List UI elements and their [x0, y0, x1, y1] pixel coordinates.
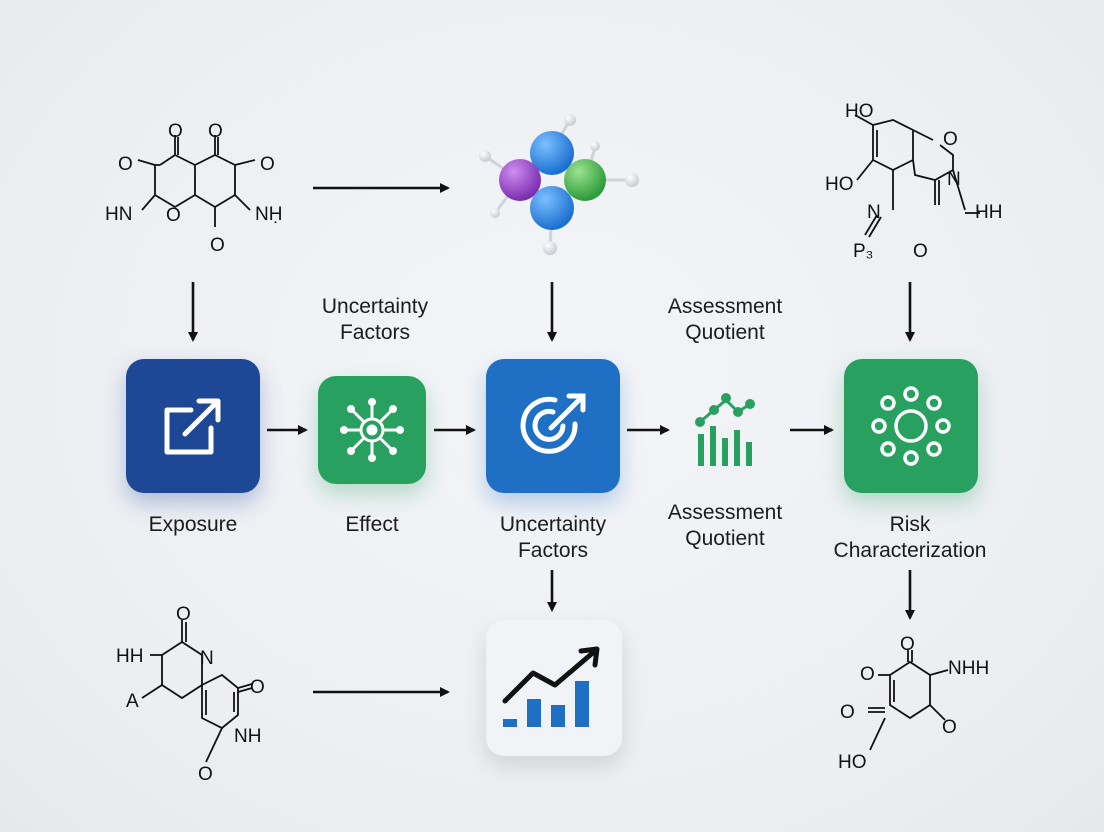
atom-label: NH [234, 726, 261, 747]
atom-label: HH [116, 646, 143, 667]
atom-label: HN [105, 204, 132, 225]
bar-network-icon [695, 393, 755, 466]
effect-node [318, 376, 426, 484]
atom-label: O [913, 241, 928, 262]
exposure-node [126, 359, 260, 493]
atom-label: O [118, 154, 133, 175]
uncertainty-node [486, 359, 620, 493]
atom-label: A [126, 691, 139, 712]
atom-label: N [867, 202, 881, 223]
external-link-icon [164, 398, 221, 455]
molecule-bottom-left: O HH N A O NH O [116, 604, 265, 785]
atom-label: O [943, 129, 958, 150]
atom-label: O [168, 121, 183, 142]
atom-label: O [942, 717, 957, 738]
uncertainty-factors-top-label: Uncertainty Factors [321, 295, 429, 344]
atom-label: P₃ [853, 241, 873, 262]
molecule-top-left: O O O O HN O NḤ O [105, 121, 282, 256]
atom-label: O [208, 121, 223, 142]
atom-label: NḤ [255, 204, 282, 225]
atom-label: O [210, 235, 225, 256]
assessment-quotient-top-label: Assessment Quotient [667, 295, 783, 344]
atom-label: O [176, 604, 191, 625]
atom-label: O [260, 154, 275, 175]
atom-label: O [860, 664, 875, 685]
uncertainty-factors-label: Uncertainty Factors [499, 513, 607, 562]
atom-label: N [200, 648, 214, 669]
atom-label: HO [845, 101, 874, 122]
ring-dots-icon [871, 386, 951, 466]
effect-label: Effect [345, 513, 399, 536]
atom-label: HO [825, 174, 854, 195]
atom-label: O [250, 677, 265, 698]
molecule-3d-icon [479, 114, 639, 255]
risk-node [844, 359, 978, 493]
risk-characterization-label: Risk Characterization [833, 513, 987, 562]
exposure-label: Exposure [148, 513, 238, 536]
atom-label: HH [975, 202, 1002, 223]
molecule-bottom-right: O NHH O O O HO [838, 634, 989, 773]
atom-label: O [166, 205, 181, 226]
atom-label: N [947, 169, 961, 190]
target-arrow-icon [520, 393, 586, 454]
trend-bar-chart-icon [502, 646, 600, 727]
assessment-quotient-label: Assessment Quotient [667, 501, 783, 550]
atom-label: O [198, 764, 213, 785]
output-chart-node [486, 620, 622, 756]
atom-label: O [900, 634, 915, 655]
molecule-top-right: HO O HO N HH N P₃ O [825, 101, 1002, 262]
atom-label: O [840, 702, 855, 723]
atom-label: NHH [948, 658, 989, 679]
network-node-icon [340, 398, 404, 462]
atom-label: HO [838, 752, 867, 773]
